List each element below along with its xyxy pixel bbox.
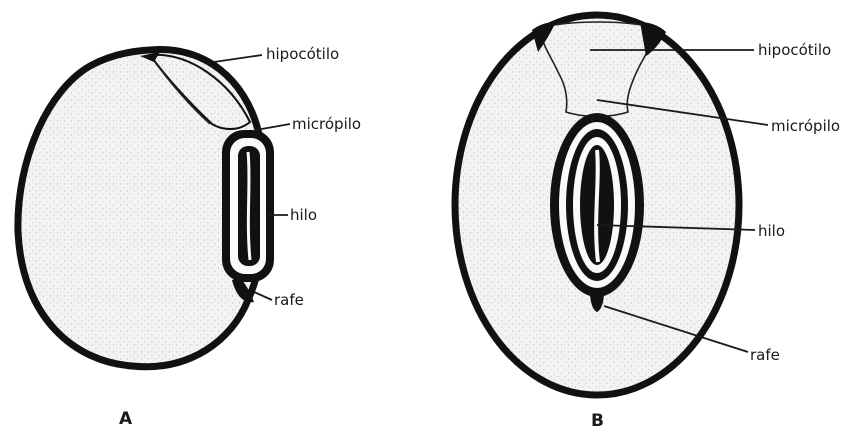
seed-a-rafe-label: rafe [274, 291, 304, 309]
seed-b-hilo-label: hilo [758, 222, 785, 240]
seed-a: hipocótilo micrópilo hilo rafe A [18, 45, 361, 429]
seed-b-micropilo-label: micrópilo [771, 117, 840, 135]
seed-a-hipocotilo-leader [214, 55, 262, 62]
seed-a-caption: A [119, 409, 133, 429]
seed-a-micropilo-leader [256, 124, 290, 130]
seed-b-hipocotilo-label: hipocótilo [758, 41, 831, 59]
seed-b-hilum-slit [596, 150, 598, 262]
seed-a-hipocotilo-label: hipocótilo [266, 45, 339, 63]
seed-a-hilo-label: hilo [290, 206, 317, 224]
seed-a-hilum-slit [248, 152, 250, 260]
seed-a-rafe-leader [254, 292, 272, 300]
seed-b-caption: B [591, 411, 604, 431]
seed-a-micropilo-label: micrópilo [292, 115, 361, 133]
seed-b-rafe-label: rafe [750, 346, 780, 364]
seed-b: hipocótilo micrópilo hilo rafe B [455, 15, 840, 431]
